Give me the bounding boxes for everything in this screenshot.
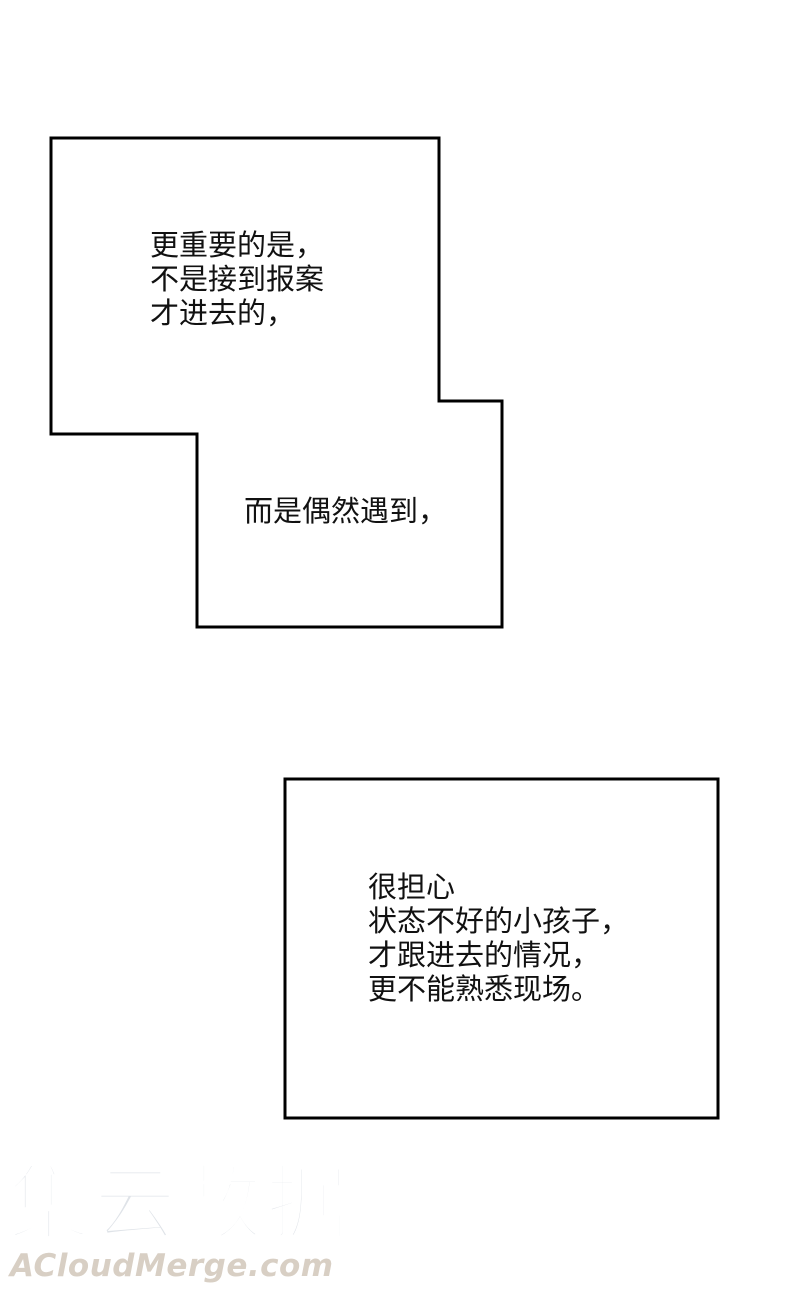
caption-top-lower: 而是偶然遇到，	[244, 494, 447, 528]
caption-line: 更不能熟悉现场。	[368, 972, 601, 1006]
caption-top-upper: 更重要的是， 不是接到报案 才进去的，	[150, 228, 324, 330]
caption-line: 更重要的是，	[150, 228, 325, 262]
caption-line: 不是接到报案	[150, 262, 325, 296]
caption-line: 而是偶然遇到，	[244, 494, 448, 528]
caption-line: 很担心	[368, 870, 456, 904]
caption-bottom: 很担心 状态不好的小孩子， 才跟进去的情况， 更不能熟悉现场。	[368, 870, 629, 1006]
caption-line: 才跟进去的情况，	[368, 938, 601, 972]
caption-line: 状态不好的小孩子，	[368, 904, 630, 938]
caption-line: 才进去的，	[150, 296, 296, 330]
watermark: 集云数据 ACloudMerge.com	[6, 1157, 388, 1290]
notched-caption-box-border	[49, 136, 504, 629]
rect-caption-box-border	[283, 777, 720, 1120]
watermark-chinese-text: 集云数据	[6, 1157, 353, 1252]
watermark-english-text: ACloudMerge.com	[10, 1248, 334, 1284]
